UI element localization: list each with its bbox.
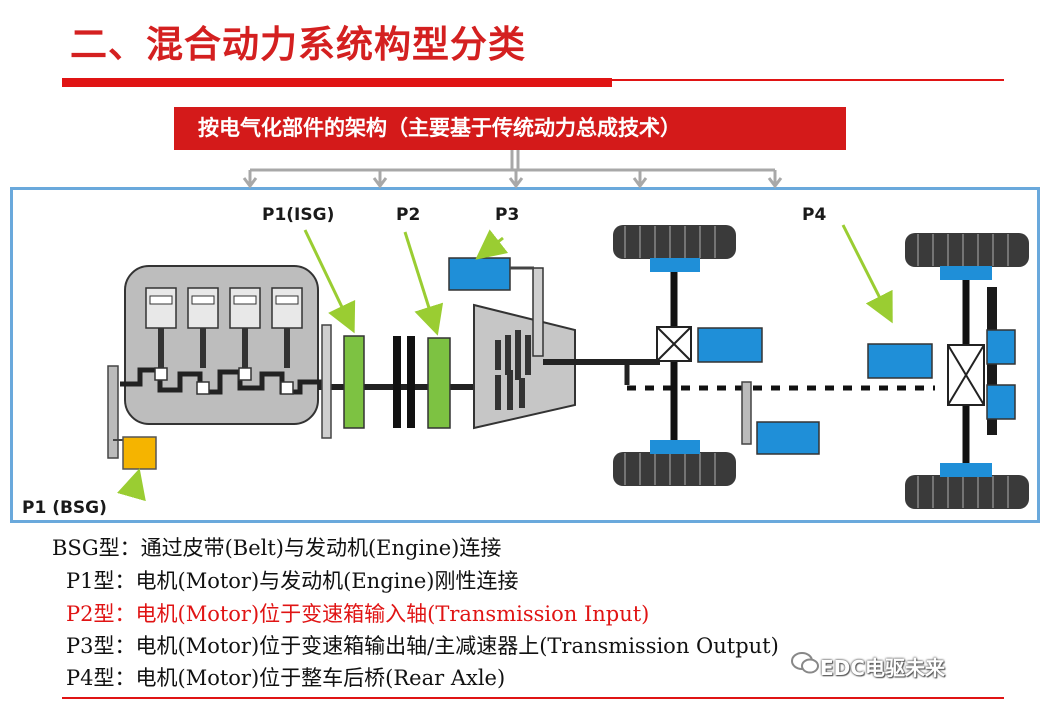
watermark: EDC电驱未来	[820, 656, 945, 680]
page-title: 二、混合动力系统构型分类	[70, 23, 526, 66]
label-p3: P3	[495, 205, 519, 225]
desc-code: P4型：	[66, 666, 136, 690]
desc-text: 通过皮带(Belt)与发动机(Engine)连接	[140, 536, 502, 560]
wechat-icon	[791, 652, 819, 674]
label-arrows	[116, 224, 893, 502]
title-underline-line	[612, 79, 1004, 81]
p2-motor	[427, 337, 451, 429]
desc-line-p2: P2型：电机(Motor)位于变速箱输入轴(Transmission Input…	[66, 601, 649, 627]
bsg-motor	[122, 436, 157, 470]
desc-text: 电机(Motor)与发动机(Engine)刚性连接	[135, 569, 519, 593]
wheel-icon	[613, 225, 736, 259]
desc-line-p3: P3型：电机(Motor)位于变速箱输出轴/主减速器上(Transmission…	[66, 633, 779, 659]
front-axle	[613, 225, 763, 486]
wheel-icon	[613, 452, 736, 486]
desc-line-p4: P4型：电机(Motor)位于整车后桥(Rear Axle)	[66, 665, 505, 691]
p1-isg-motor	[343, 335, 365, 429]
category-banner: 按电气化部件的架构（主要基于传统动力总成技术）	[174, 107, 846, 150]
p4-shaft-gear	[741, 381, 752, 445]
label-p1-bsg: P1 (BSG)	[22, 498, 107, 518]
banner-connectors	[242, 150, 783, 189]
gearbox	[473, 267, 660, 430]
desc-code: P1型：	[66, 569, 136, 593]
label-p1-isg: P1(ISG)	[262, 205, 334, 225]
clutch	[393, 336, 415, 428]
engine-block	[120, 265, 322, 425]
desc-line-bsg: BSG型：通过皮带(Belt)与发动机(Engine)连接	[52, 535, 501, 561]
title-underline-bar	[62, 78, 612, 87]
wheel-icon	[905, 233, 1029, 267]
differential-icon	[656, 326, 692, 362]
rear-axle	[867, 233, 1029, 509]
desc-line-p1: P1型：电机(Motor)与发动机(Engine)刚性连接	[66, 568, 519, 594]
desc-code: BSG型：	[52, 536, 141, 560]
differential-icon	[947, 344, 985, 406]
label-p4: P4	[802, 205, 826, 225]
desc-code: P3型：	[66, 634, 136, 658]
desc-text: 电机(Motor)位于变速箱输入轴(Transmission Input)	[135, 602, 650, 626]
wheel-icon	[905, 475, 1029, 509]
p4-shaft-motor	[756, 421, 820, 455]
desc-code: P2型：	[66, 602, 136, 626]
label-p2: P2	[396, 205, 420, 225]
desc-text: 电机(Motor)位于整车后桥(Rear Axle)	[135, 666, 506, 690]
flywheel	[321, 324, 332, 439]
p3-motor	[448, 257, 511, 291]
bottom-rule	[62, 697, 1004, 699]
desc-text: 电机(Motor)位于变速箱输出轴/主减速器上(Transmission Out…	[135, 634, 779, 658]
crank-pulley	[107, 365, 119, 459]
